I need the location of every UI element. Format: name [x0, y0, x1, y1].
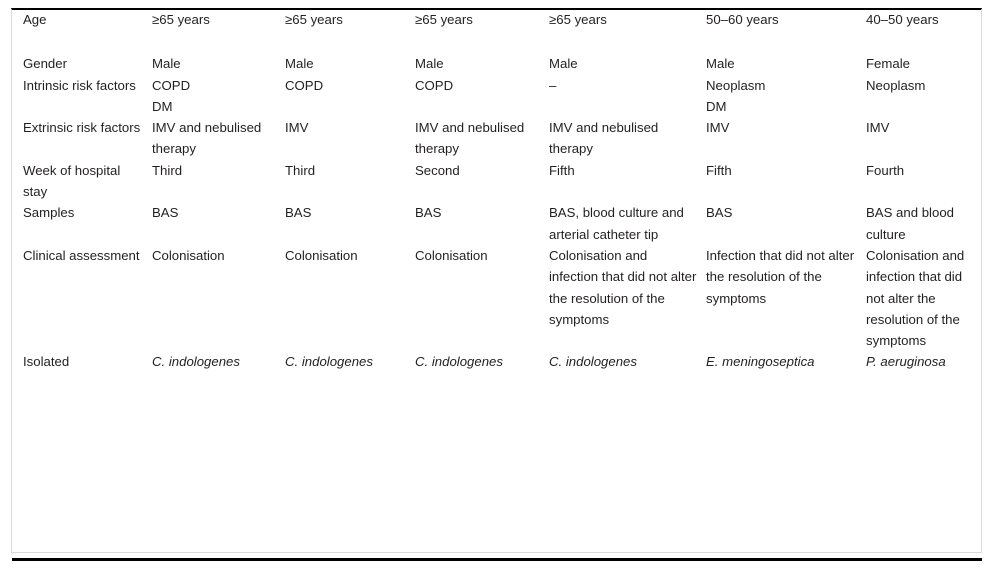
cell-week-case3: Second — [415, 162, 460, 178]
cell-clinical-case6: Colonisation and infection that did not … — [866, 247, 965, 349]
row-label-gender: Gender — [23, 56, 67, 72]
cell-gender-case3: Male — [415, 56, 444, 72]
cell-samples-case2: BAS — [285, 205, 312, 221]
cell-age-case6: 40–50 years — [866, 12, 939, 27]
cell-isolated-case4: C. indologenes — [549, 354, 637, 370]
cell-isolated-case6: P. aeruginosa — [866, 354, 946, 370]
cell-intrinsic-case3: COPD — [415, 77, 454, 93]
cell-clinical-case1: Colonisation — [152, 247, 225, 263]
cell-samples-case3: BAS — [415, 205, 442, 221]
cell-gender-case6: Female — [866, 56, 910, 72]
cell-gender-case4: Male — [549, 56, 578, 72]
table-row-age: Age ≥65 years ≥65 years ≥65 years ≥65 ye… — [23, 9, 975, 53]
cell-extrinsic-case5: IMV — [706, 120, 730, 136]
table-row-week-of-hospital-stay: Week of hospital stay Third Third Second… — [23, 160, 975, 203]
cell-clinical-case2: Colonisation — [285, 247, 358, 263]
cell-age-case4: ≥65 years — [549, 12, 607, 27]
cell-clinical-case4: Colonisation and infection that did not … — [549, 247, 697, 327]
row-label-clinical-assessment: Clinical assessment — [23, 247, 140, 263]
cell-extrinsic-case2: IMV — [285, 120, 309, 136]
cell-age-case1: ≥65 years — [152, 12, 210, 27]
row-label-samples: Samples — [23, 205, 75, 221]
cell-samples-case4: BAS, blood culture and arterial catheter… — [549, 205, 684, 242]
table-row-samples: Samples BAS BAS BAS BAS, blood culture a… — [23, 202, 975, 245]
cell-samples-case6: BAS and blood culture — [866, 205, 954, 242]
cell-isolated-case5: E. meningoseptica — [706, 354, 815, 370]
table-row-isolated: Isolated C. indologenes C. indologenes C… — [23, 351, 975, 372]
cell-week-case1: Third — [152, 162, 183, 178]
cell-age-case2: ≥65 years — [285, 12, 343, 27]
clinical-cases-table: Age ≥65 years ≥65 years ≥65 years ≥65 ye… — [23, 9, 975, 373]
cell-extrinsic-case1: IMV and nebulised therapy — [152, 120, 262, 157]
cell-samples-case5: BAS — [706, 205, 733, 221]
row-label-age: Age — [23, 12, 47, 27]
cell-week-case4: Fifth — [549, 162, 575, 178]
cell-week-case6: Fourth — [866, 162, 905, 178]
table-row-clinical-assessment: Clinical assessment Colonisation Colonis… — [23, 245, 975, 351]
cell-week-case5: Fifth — [706, 162, 732, 178]
row-label-extrinsic-risk-factors: Extrinsic risk factors — [23, 120, 141, 136]
cell-isolated-case1: C. indologenes — [152, 354, 240, 370]
cell-intrinsic-case6: Neoplasm — [866, 77, 926, 93]
row-label-week-of-hospital-stay: Week of hospital stay — [23, 162, 121, 200]
cell-isolated-case3: C. indologenes — [415, 354, 503, 370]
cell-gender-case5: Male — [706, 56, 735, 72]
cell-gender-case1: Male — [152, 56, 181, 72]
cell-week-case2: Third — [285, 162, 316, 178]
cell-extrinsic-case6: IMV — [866, 120, 890, 136]
cell-age-case5: 50–60 years — [706, 12, 779, 27]
cell-intrinsic-case4: – — [549, 77, 557, 93]
cell-isolated-case2: C. indologenes — [285, 354, 373, 370]
table-bottom-rule — [12, 558, 982, 561]
cell-extrinsic-case3: IMV and nebulised therapy — [415, 120, 525, 157]
cell-extrinsic-case4: IMV and nebulised therapy — [549, 120, 659, 157]
cell-samples-case1: BAS — [152, 205, 179, 221]
table-row-gender: Gender Male Male Male Male Male Female — [23, 53, 975, 74]
row-label-isolated: Isolated — [23, 354, 70, 370]
cell-gender-case2: Male — [285, 56, 314, 72]
cell-clinical-case5: Infection that did not alter the resolut… — [706, 247, 855, 306]
cell-clinical-case3: Colonisation — [415, 247, 488, 263]
table-frame — [11, 8, 982, 553]
cell-intrinsic-case2: COPD — [285, 77, 324, 93]
row-label-intrinsic-risk-factors: Intrinsic risk factors — [23, 77, 136, 93]
table-row-extrinsic-risk-factors: Extrinsic risk factors IMV and nebulised… — [23, 117, 975, 160]
cell-age-case3: ≥65 years — [415, 12, 473, 27]
